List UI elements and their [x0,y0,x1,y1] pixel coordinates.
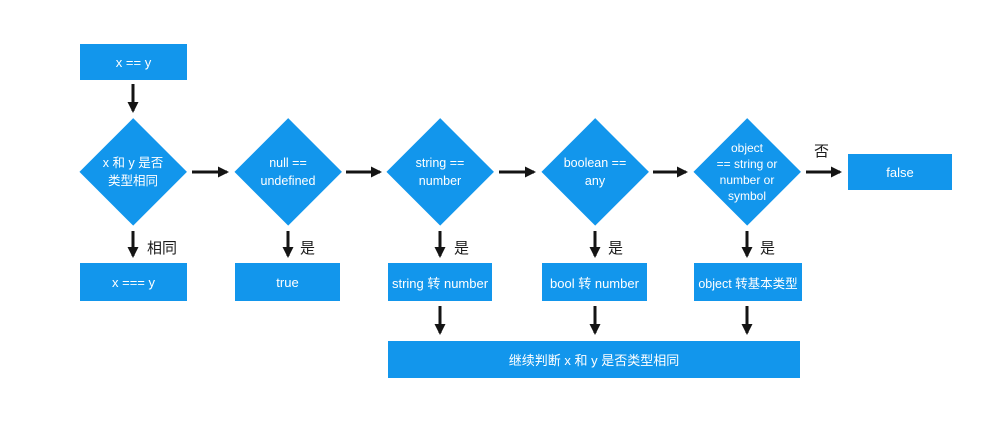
node-diamond-object: object == string or number or symbol [692,117,802,227]
diamond-label: boolean == any [563,155,627,188]
node-object-to-primitive: object 转基本类型 [694,263,802,301]
node-string-to-number: string 转 number [388,263,492,301]
edge-label-no: 否 [814,143,830,160]
edge-label-yes-object: 是 [760,240,776,257]
node-start: x == y [80,44,187,80]
node-false-result: false [848,154,952,190]
diamond-label: null == undefined [260,155,316,188]
edge-label-same: 相同 [147,240,178,257]
node-diamond-string-number: string == number [385,117,495,227]
diamond-label: x 和 y 是否 类型相同 [102,155,164,188]
node-bool-to-number: bool 转 number [542,263,647,301]
node-diamond-boolean-any: boolean == any [540,117,650,227]
diamond-label: object == string or number or symbol [716,140,778,204]
edge-label-yes-null: 是 [300,240,316,257]
node-diamond-same-type: x 和 y 是否 类型相同 [78,117,188,227]
diamond-label: string == number [415,155,465,188]
edge-label-yes-boolean: 是 [608,240,624,257]
edge-label-yes-string: 是 [454,240,470,257]
node-strict-equal: x === y [80,263,187,301]
node-diamond-null-undefined: null == undefined [233,117,343,227]
node-continue-check: 继续判断 x 和 y 是否类型相同 [388,341,800,378]
node-true-result: true [235,263,340,301]
